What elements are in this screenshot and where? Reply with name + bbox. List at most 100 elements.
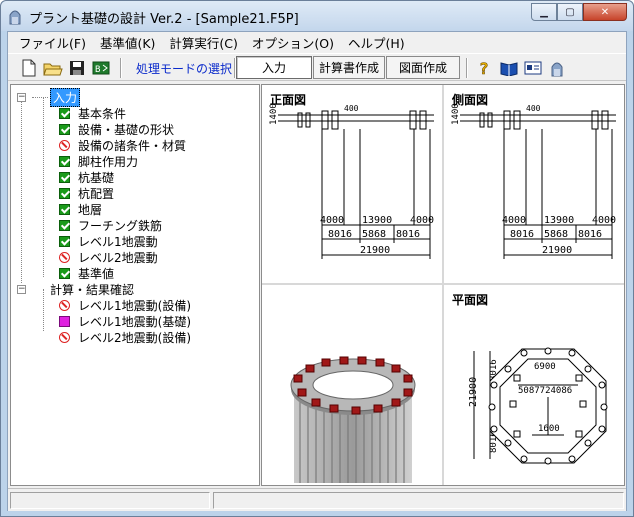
status-bar: [8, 488, 626, 511]
export-icon: B: [92, 61, 110, 75]
tree-item[interactable]: フーチング鉄筋: [59, 217, 162, 233]
prohibited-icon: [59, 251, 70, 263]
view-divider-vertical: [442, 85, 444, 485]
menu-help[interactable]: ヘルプ(H): [347, 35, 405, 51]
prohibited-icon: [59, 331, 70, 343]
new-file-button[interactable]: [18, 57, 40, 79]
svg-text:?: ?: [479, 59, 489, 77]
side-dim-total: 21900: [542, 245, 572, 256]
side-dim-mid-3: 8016: [578, 229, 602, 240]
manual-button[interactable]: [498, 57, 520, 79]
side-dim-mid-1: 8016: [510, 229, 534, 240]
save-button[interactable]: [66, 57, 88, 79]
menu-options[interactable]: オプション(O): [251, 35, 334, 51]
front-elevation-drawing[interactable]: 1400 400: [264, 99, 440, 279]
side-dim-mid-2: 5868: [544, 229, 568, 240]
close-button[interactable]: ✕: [583, 3, 627, 21]
front-dim-mid-1: 8016: [328, 229, 352, 240]
check-icon: [59, 155, 70, 167]
close-icon: ✕: [600, 6, 610, 18]
collapse-icon[interactable]: −: [17, 283, 26, 294]
plan-view-title: 平面図: [452, 293, 489, 307]
side-view-title: 側面図: [452, 93, 489, 107]
front-side-dim: 1400: [269, 103, 279, 125]
side-elevation-drawing[interactable]: 1400 400: [446, 99, 622, 279]
side-col-dim: 400: [526, 104, 541, 113]
view-divider-horizontal: [262, 283, 624, 285]
window-title: プラント基礎の設計 Ver.2 - [Sample21.F5P]: [29, 12, 299, 27]
tree-item[interactable]: レベル2地震動: [59, 249, 158, 265]
open-button[interactable]: [42, 57, 64, 79]
tree-root-input[interactable]: − 入力: [17, 87, 81, 107]
export-button[interactable]: B: [90, 57, 112, 79]
3d-model-view[interactable]: [266, 289, 440, 483]
plan-dim-v1: 8016: [489, 359, 499, 381]
title-bar[interactable]: プラント基礎の設計 Ver.2 - [Sample21.F5P] ▁ ▢ ✕: [1, 1, 633, 31]
client-area: ファイル(F) 基準値(K) 計算実行(C) オプション(O) ヘルプ(H) B…: [7, 31, 627, 511]
status-panel-right: [213, 492, 624, 509]
new-file-icon: [22, 59, 36, 77]
drawing-views-panel: 正面図 1400 400: [261, 84, 625, 486]
about-button[interactable]: [546, 57, 568, 79]
plan-dim-top: 6900: [534, 362, 556, 372]
mode-input-button[interactable]: 入力: [236, 56, 312, 79]
app-icon: [9, 10, 21, 25]
mode-drawing-button[interactable]: 図面作成: [386, 56, 460, 79]
plan-view-drawing[interactable]: 21900 8016 5868 8016: [446, 305, 624, 483]
info-button[interactable]: [522, 57, 544, 79]
menu-file[interactable]: ファイル(F): [19, 35, 86, 51]
tree-item[interactable]: 設備・基礎の形状: [59, 121, 174, 137]
input-tree-panel: − 入力 基本条件 設備・基礎の形状 設備の諸条件・材質 脚柱作用力 杭基礎 杭…: [10, 84, 260, 486]
save-disk-icon: [70, 61, 84, 75]
maximize-button[interactable]: ▢: [557, 3, 583, 21]
tree-item[interactable]: 地層: [59, 201, 102, 217]
tree-item[interactable]: 基準値: [59, 265, 114, 281]
plan-dim-v3: 8016: [489, 431, 499, 453]
front-dim-top-3: 4000: [410, 215, 434, 226]
check-icon: [59, 123, 70, 135]
help-icon: ?: [479, 59, 489, 77]
open-folder-icon: [43, 63, 63, 76]
tree-item[interactable]: 基本条件: [59, 105, 126, 121]
help-button[interactable]: ?: [474, 57, 496, 79]
front-dim-total: 21900: [360, 245, 390, 256]
menu-calculate[interactable]: 計算実行(C): [169, 35, 238, 51]
warning-square-icon: [59, 315, 70, 327]
plan-dim-inner: 5087724086: [518, 386, 572, 396]
menu-standards[interactable]: 基準値(K): [99, 35, 156, 51]
tree-item[interactable]: 設備の諸条件・材質: [59, 137, 186, 153]
tree-item[interactable]: 杭配置: [59, 185, 114, 201]
tree-item[interactable]: レベル1地震動(設備): [59, 297, 191, 313]
tree-root-results[interactable]: − 計算・結果確認: [17, 281, 134, 297]
user-icon: [551, 62, 563, 77]
check-icon: [59, 107, 70, 119]
tree-item[interactable]: 杭基礎: [59, 169, 114, 185]
mode-selection-label: 処理モードの選択: [136, 62, 233, 76]
minimize-icon: ▁: [540, 6, 548, 18]
tree-item[interactable]: 脚柱作用力: [59, 153, 138, 169]
minimize-button[interactable]: ▁: [531, 3, 557, 21]
book-icon: [500, 62, 518, 76]
tree-item[interactable]: レベル1地震動: [59, 233, 158, 249]
check-icon: [59, 219, 70, 231]
collapse-icon[interactable]: −: [17, 91, 26, 102]
menu-bar: ファイル(F) 基準値(K) 計算実行(C) オプション(O) ヘルプ(H): [8, 32, 626, 52]
toolbar: B 処理モードの選択 入力 計算書作成 図面作成 ?: [8, 53, 626, 81]
prohibited-icon: [59, 299, 70, 311]
plan-dim-center: 1600: [538, 424, 560, 434]
tree-item[interactable]: レベル2地震動(設備): [59, 329, 191, 345]
mode-report-button[interactable]: 計算書作成: [313, 56, 385, 79]
side-dim-top-2: 13900: [544, 215, 574, 226]
card-icon: [524, 61, 542, 75]
side-dim-top-3: 4000: [592, 215, 616, 226]
side-dim-top-1: 4000: [502, 215, 526, 226]
check-icon: [59, 187, 70, 199]
tree-item[interactable]: レベル1地震動(基礎): [59, 313, 191, 329]
side-side-dim: 1400: [451, 103, 461, 125]
check-icon: [59, 203, 70, 215]
maximize-icon: ▢: [565, 6, 575, 18]
check-icon: [59, 235, 70, 247]
status-panel-left: [10, 492, 210, 509]
prohibited-icon: [59, 139, 70, 151]
